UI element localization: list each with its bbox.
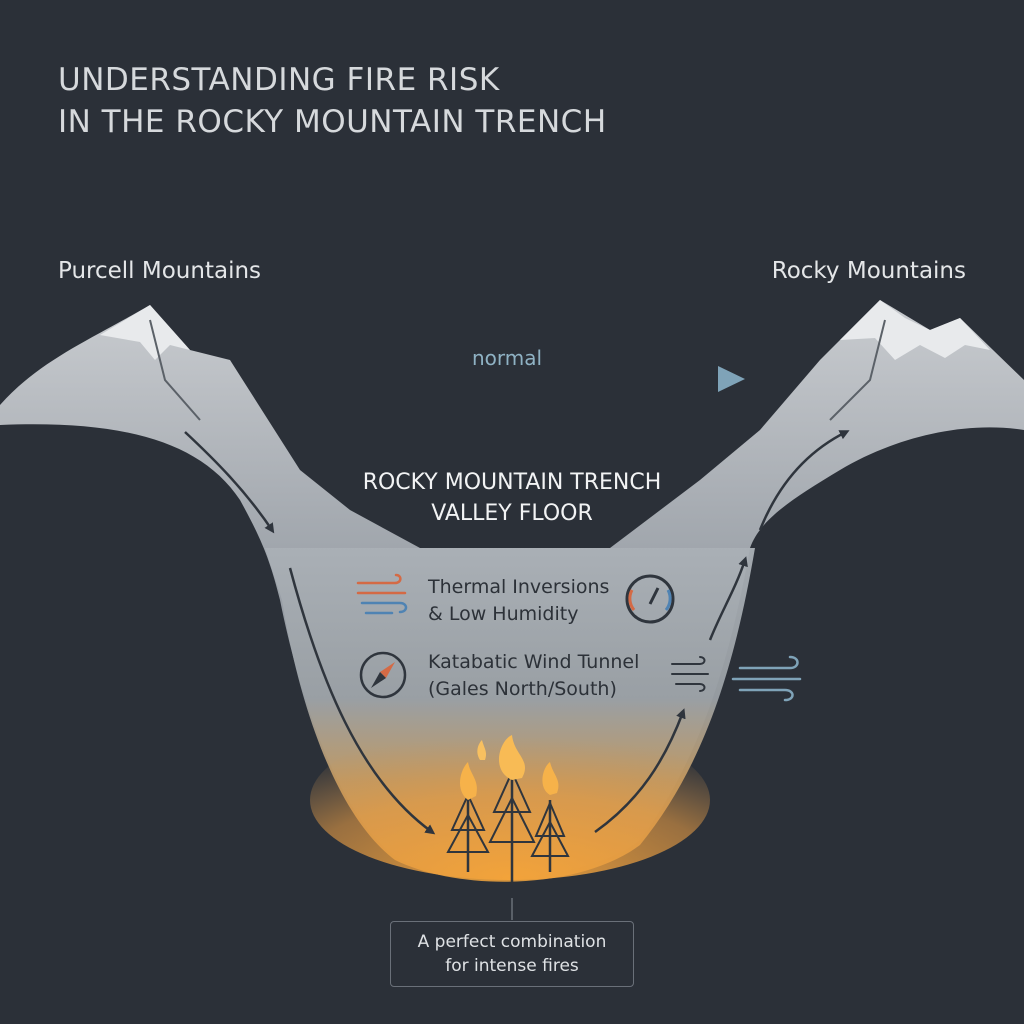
wind-icon: [671, 656, 709, 692]
factor-katabatic-line-2: (Gales North/South): [428, 678, 617, 700]
callout-line-1: A perfect combination: [417, 932, 607, 952]
downslope-airflow-left-top: [184, 431, 275, 534]
wind-label: normal: [472, 346, 543, 370]
flame-icon: [498, 735, 526, 780]
burning-trees: [446, 735, 570, 882]
left-snow-cap: [100, 305, 190, 360]
upslope-airflow-right: [594, 708, 686, 834]
valley-title-line-1: ROCKY MOUNTAIN TRENCH: [362, 470, 662, 495]
tree-icon: [530, 800, 570, 872]
page-title-line-2: IN THE ROCKY MOUNTAIN TRENCH: [58, 104, 607, 140]
right-ridge-line: [829, 319, 886, 421]
wind-icon: [356, 573, 408, 615]
left-ridge-line: [149, 319, 201, 421]
right-snow-cap: [840, 300, 990, 360]
callout-box: A perfect combination for intense fires: [390, 921, 634, 987]
compass-icon: [359, 651, 407, 699]
flame-icon: [460, 762, 477, 800]
flame-icon: [477, 740, 487, 760]
factor-thermal-line-2: & Low Humidity: [428, 603, 579, 625]
page-title-line-1: UNDERSTANDING FIRE RISK: [58, 62, 500, 98]
upslope-airflow-right-top: [758, 430, 850, 531]
tree-icon: [446, 790, 490, 872]
rocky-mountains-label: Rocky Mountains: [771, 258, 966, 284]
downslope-airflow-left: [288, 567, 436, 835]
wind-icon: [731, 655, 802, 702]
normal-wind-arrowhead: [718, 366, 745, 392]
tree-icon: [488, 769, 536, 882]
flame-icon: [542, 762, 559, 795]
gauge-icon: [625, 574, 675, 624]
callout-line-2: for intense fires: [445, 956, 579, 976]
valley-title-line-2: VALLEY FLOOR: [431, 501, 593, 526]
upslope-airflow-right-mid: [708, 556, 748, 641]
factor-thermal-line-1: Thermal Inversions: [428, 576, 610, 598]
factor-katabatic-line-1: Katabatic Wind Tunnel: [428, 651, 640, 673]
purcell-mountains-label: Purcell Mountains: [58, 258, 262, 284]
